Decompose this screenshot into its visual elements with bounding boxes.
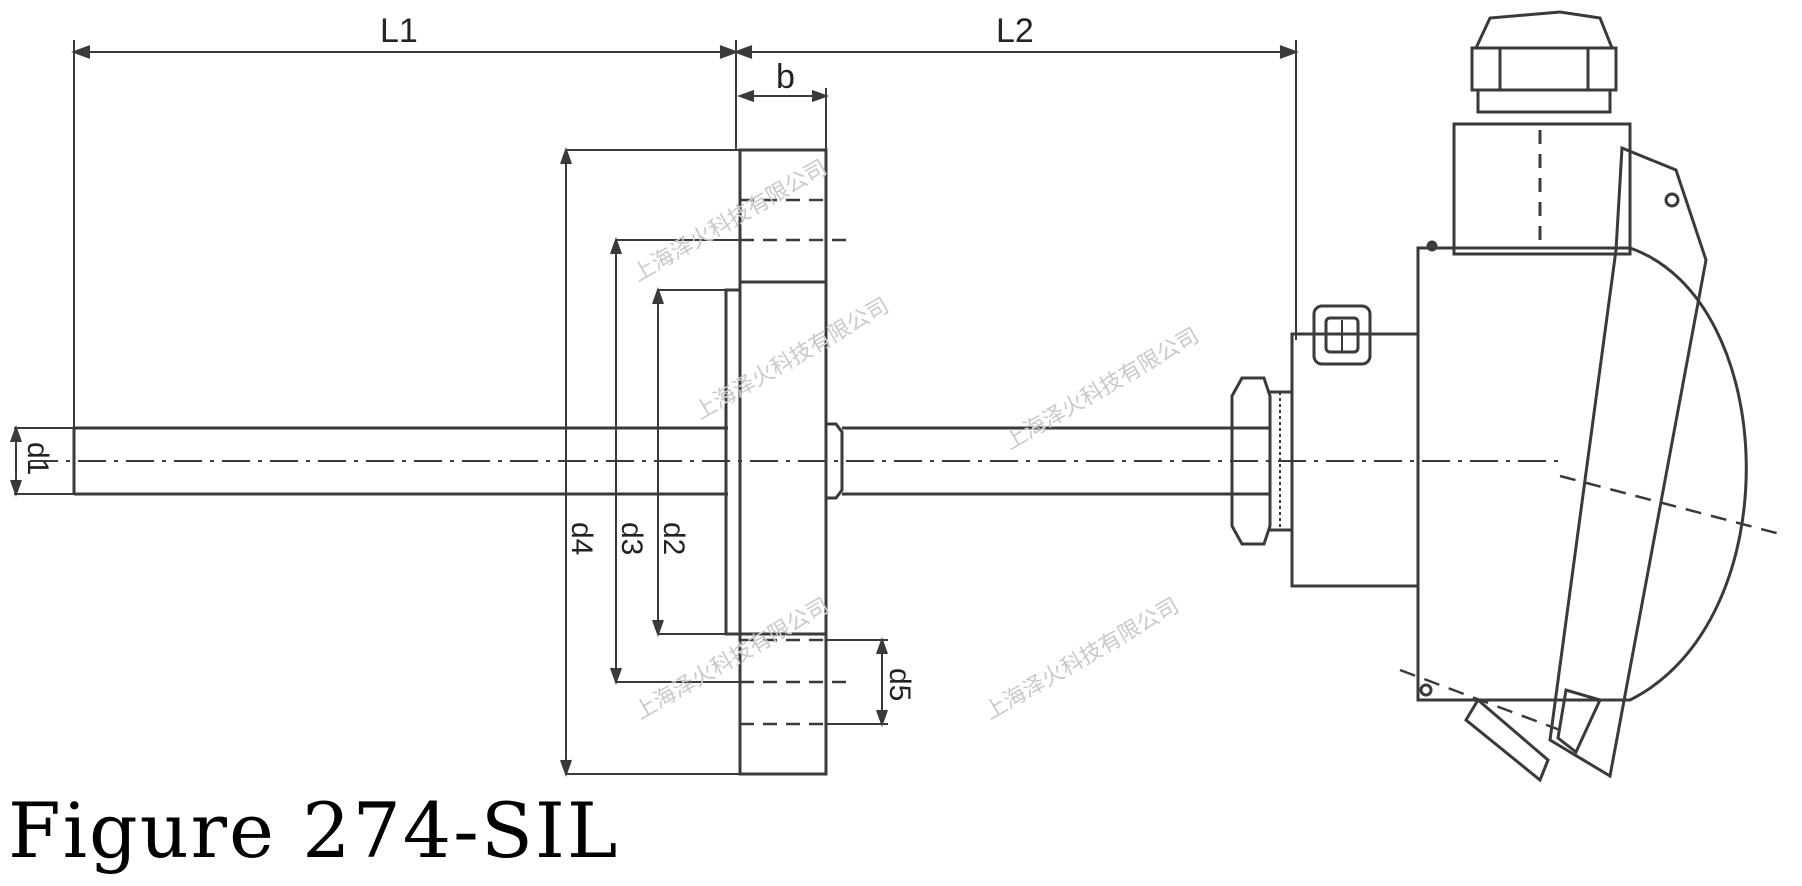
hinged-cover bbox=[1419, 145, 1708, 783]
label-l1: L1 bbox=[380, 12, 418, 50]
label-b: b bbox=[776, 58, 795, 96]
cable-gland bbox=[1452, 10, 1632, 256]
flange-bolt-holes bbox=[740, 198, 850, 726]
label-d2: d2 bbox=[657, 522, 690, 555]
watermark: 上海泽火科技有限公司 bbox=[631, 594, 834, 726]
dome-centerlines bbox=[1399, 474, 1781, 732]
label-l2: L2 bbox=[996, 12, 1034, 50]
watermark: 上海泽火科技有限公司 bbox=[981, 594, 1184, 726]
figure-caption: Figure 274-SIL bbox=[8, 786, 620, 875]
watermark: 上海泽火科技有限公司 bbox=[1001, 324, 1204, 456]
watermark: 上海泽火科技有限公司 bbox=[691, 294, 894, 426]
probe-stem bbox=[72, 426, 728, 496]
dimension-d5 bbox=[826, 637, 888, 727]
watermark: 上海泽火科技有限公司 bbox=[629, 156, 832, 288]
label-d1: d1 bbox=[21, 442, 54, 475]
head-dome bbox=[1416, 240, 1748, 702]
head-base bbox=[1290, 304, 1420, 588]
label-d5: d5 bbox=[883, 668, 916, 701]
label-d3: d3 bbox=[615, 522, 648, 555]
label-d4: d4 bbox=[565, 522, 598, 555]
dimension-d1 bbox=[10, 425, 74, 497]
extension-neck bbox=[826, 422, 1232, 500]
dimension-b bbox=[737, 88, 829, 150]
dimension-l1-l2 bbox=[71, 40, 1299, 492]
